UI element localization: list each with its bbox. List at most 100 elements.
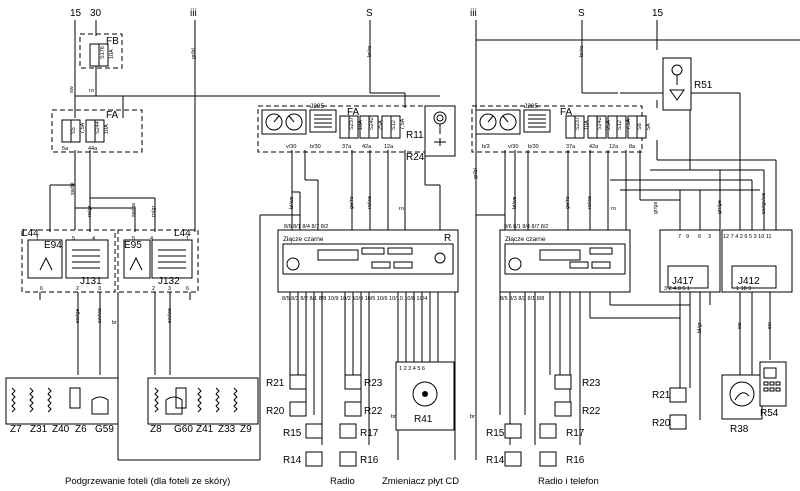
j417-chip-icon xyxy=(667,265,709,289)
wire-sw-bl: sw/bl xyxy=(70,182,76,195)
wire-sw-ge: sw/ge xyxy=(131,203,137,217)
s176-rating: 10A xyxy=(109,49,115,59)
e95-label: E95 xyxy=(124,240,142,251)
r15-mid-label: R15 xyxy=(283,428,302,439)
r54-label: R54 xyxy=(760,408,779,419)
wire-ge-ro-right: ge/ro xyxy=(565,196,571,209)
r21-mid-label: R21 xyxy=(266,378,285,389)
wire-bl-ws-right: bl/ws xyxy=(512,196,518,209)
wire-br-ro-right: br/ro xyxy=(579,46,585,57)
j417-pin9: 9 xyxy=(686,234,689,240)
g60-label: G60 xyxy=(174,424,193,435)
e94-pin4: 4 xyxy=(92,236,95,242)
s237-mid-rating: 10A xyxy=(358,120,364,130)
speaker-r22-right-icon xyxy=(554,401,572,417)
wire-gr-bl: gr/bl xyxy=(191,48,197,59)
wire-ro-gr: ro/gr xyxy=(87,206,93,217)
s176-label: S176 xyxy=(100,46,106,59)
j417-pin6: 6 xyxy=(698,234,701,240)
j285-mid-label: J285 xyxy=(310,103,324,110)
wire-br-mid: br xyxy=(391,414,396,420)
e95-pin4: 4 xyxy=(150,236,153,242)
j417-pin3: 3 xyxy=(708,234,711,240)
z7-label: Z7 xyxy=(10,424,22,435)
j412-chip-icon xyxy=(731,265,777,289)
s8-right: S8 xyxy=(637,123,643,130)
z41-label: Z41 xyxy=(196,424,214,435)
wire-sw-ge2: sw/ge xyxy=(75,309,81,323)
e94-pin3: 3 xyxy=(98,286,101,292)
e95-pin1: 1 xyxy=(186,236,189,242)
phone-modules: J417 7 9 6 3 3 2 4 8 5 1 J412 12 7 4 2 6… xyxy=(659,229,793,293)
s237-right: S237 xyxy=(575,117,581,130)
j417-pin7: 7 xyxy=(678,234,681,240)
z31-label: Z31 xyxy=(30,424,48,435)
mid-top-pins: 8/6 8/1 8/4 8/7 8/2 xyxy=(284,224,328,230)
wire-bl-ws: bl/ws xyxy=(289,196,295,209)
bus-iii-left: iii xyxy=(190,8,197,19)
j417-label: J417 xyxy=(672,276,694,287)
e95-pin3: 3 xyxy=(168,286,171,292)
speaker-r16-right-icon xyxy=(539,451,557,467)
bus-labels: 15 30 iii S iii S 15 xyxy=(70,8,664,19)
s244-label: S244 xyxy=(95,121,101,134)
z40-label: Z40 xyxy=(52,424,70,435)
j417-bottom-pins: 3 2 4 8 5 1 xyxy=(664,286,690,292)
r22-right-label: R22 xyxy=(582,406,601,417)
z33-label: Z33 xyxy=(218,424,236,435)
s242-right-rating: 25A xyxy=(606,120,612,130)
cd-disc-icon xyxy=(412,381,438,407)
r14-mid-label: R14 xyxy=(283,455,302,466)
s242-mid-rating: 25A xyxy=(378,120,384,130)
r22-mid-label: R22 xyxy=(364,406,383,417)
fa-left-label: FA xyxy=(106,110,119,121)
j132-label: J132 xyxy=(158,276,180,287)
pin-rows: 8/6 8/1 8/4 8/7 8/2 8/6 8/1 8/4 8/7 8/2 … xyxy=(282,224,548,302)
wire-ro-gr2: ro/gr xyxy=(151,206,157,217)
speaker-r20-mid-icon xyxy=(289,401,307,417)
j285-mid-chip-icon xyxy=(309,109,337,133)
bus-15-right: 15 xyxy=(652,8,664,19)
wire-v30-mid: v/30 xyxy=(286,144,296,150)
r23-mid-label: R23 xyxy=(364,378,383,389)
r38-label: R38 xyxy=(730,424,749,435)
fa-right-label: FA xyxy=(560,107,573,118)
s242-mid-pin: 42a xyxy=(362,144,372,150)
r17-right-label: R17 xyxy=(566,428,585,439)
r24-label: R24 xyxy=(406,152,425,163)
s5-rating: 7,5A xyxy=(80,122,86,134)
speaker-r15-right-icon xyxy=(504,423,522,439)
j412-top-pins: 12 7 4 2 6 5 3 10 11 xyxy=(723,234,772,240)
speaker-r21-right-icon xyxy=(669,387,687,403)
speaker-r14-right-icon xyxy=(504,451,522,467)
wire-b30-mid: b/30 xyxy=(310,144,321,150)
instrument-clusters: J285 v/30 b/30 J285 b/3 v/30 b/30 xyxy=(261,103,551,150)
captions: Podgrzewanie foteli (dla foteli ze skóry… xyxy=(65,476,599,487)
speaker-r16-mid-icon xyxy=(339,451,357,467)
bus-s-right: S xyxy=(578,8,585,19)
caption-cd: Zmieniacz płyt CD xyxy=(382,476,459,487)
s237-right-rating: 10A xyxy=(584,120,590,130)
s244-pin: 44a xyxy=(88,146,98,152)
wire-ro-mid: ro xyxy=(399,206,404,212)
speakers: R21 R20 R23 R22 R15 R14 R17 R16 R23 R22 … xyxy=(266,374,687,467)
speaker-r23-mid-icon xyxy=(344,374,362,390)
fb-label: FB xyxy=(106,36,119,47)
fuse-boxes: FB S176 10A FA S5 7,5A S244 10A 5a 44a F… xyxy=(51,33,652,153)
seat-heaters: Z7 Z31 Z40 Z6 G59 Z8 G60 Z41 Z33 Z9 xyxy=(5,377,259,435)
wire-sw-right: sw xyxy=(767,322,773,329)
speaker-r17-mid-icon xyxy=(339,423,357,439)
j131-module-icon xyxy=(65,239,109,279)
bus-iii-right: iii xyxy=(470,8,477,19)
speaker-r20-right-icon xyxy=(669,414,687,430)
j285-right-label: J285 xyxy=(524,103,538,110)
r23-right-label: R23 xyxy=(582,378,601,389)
wire-gr-ge: gr/ge xyxy=(653,201,659,214)
z6-label: Z6 xyxy=(75,424,87,435)
s242-mid: S242 xyxy=(369,117,375,130)
s244-rating: 10A xyxy=(104,124,110,134)
j412-bottom-pins: 1 18 9 xyxy=(736,286,751,292)
e94-label: E94 xyxy=(44,240,62,251)
s12-right: S12 xyxy=(617,120,623,130)
